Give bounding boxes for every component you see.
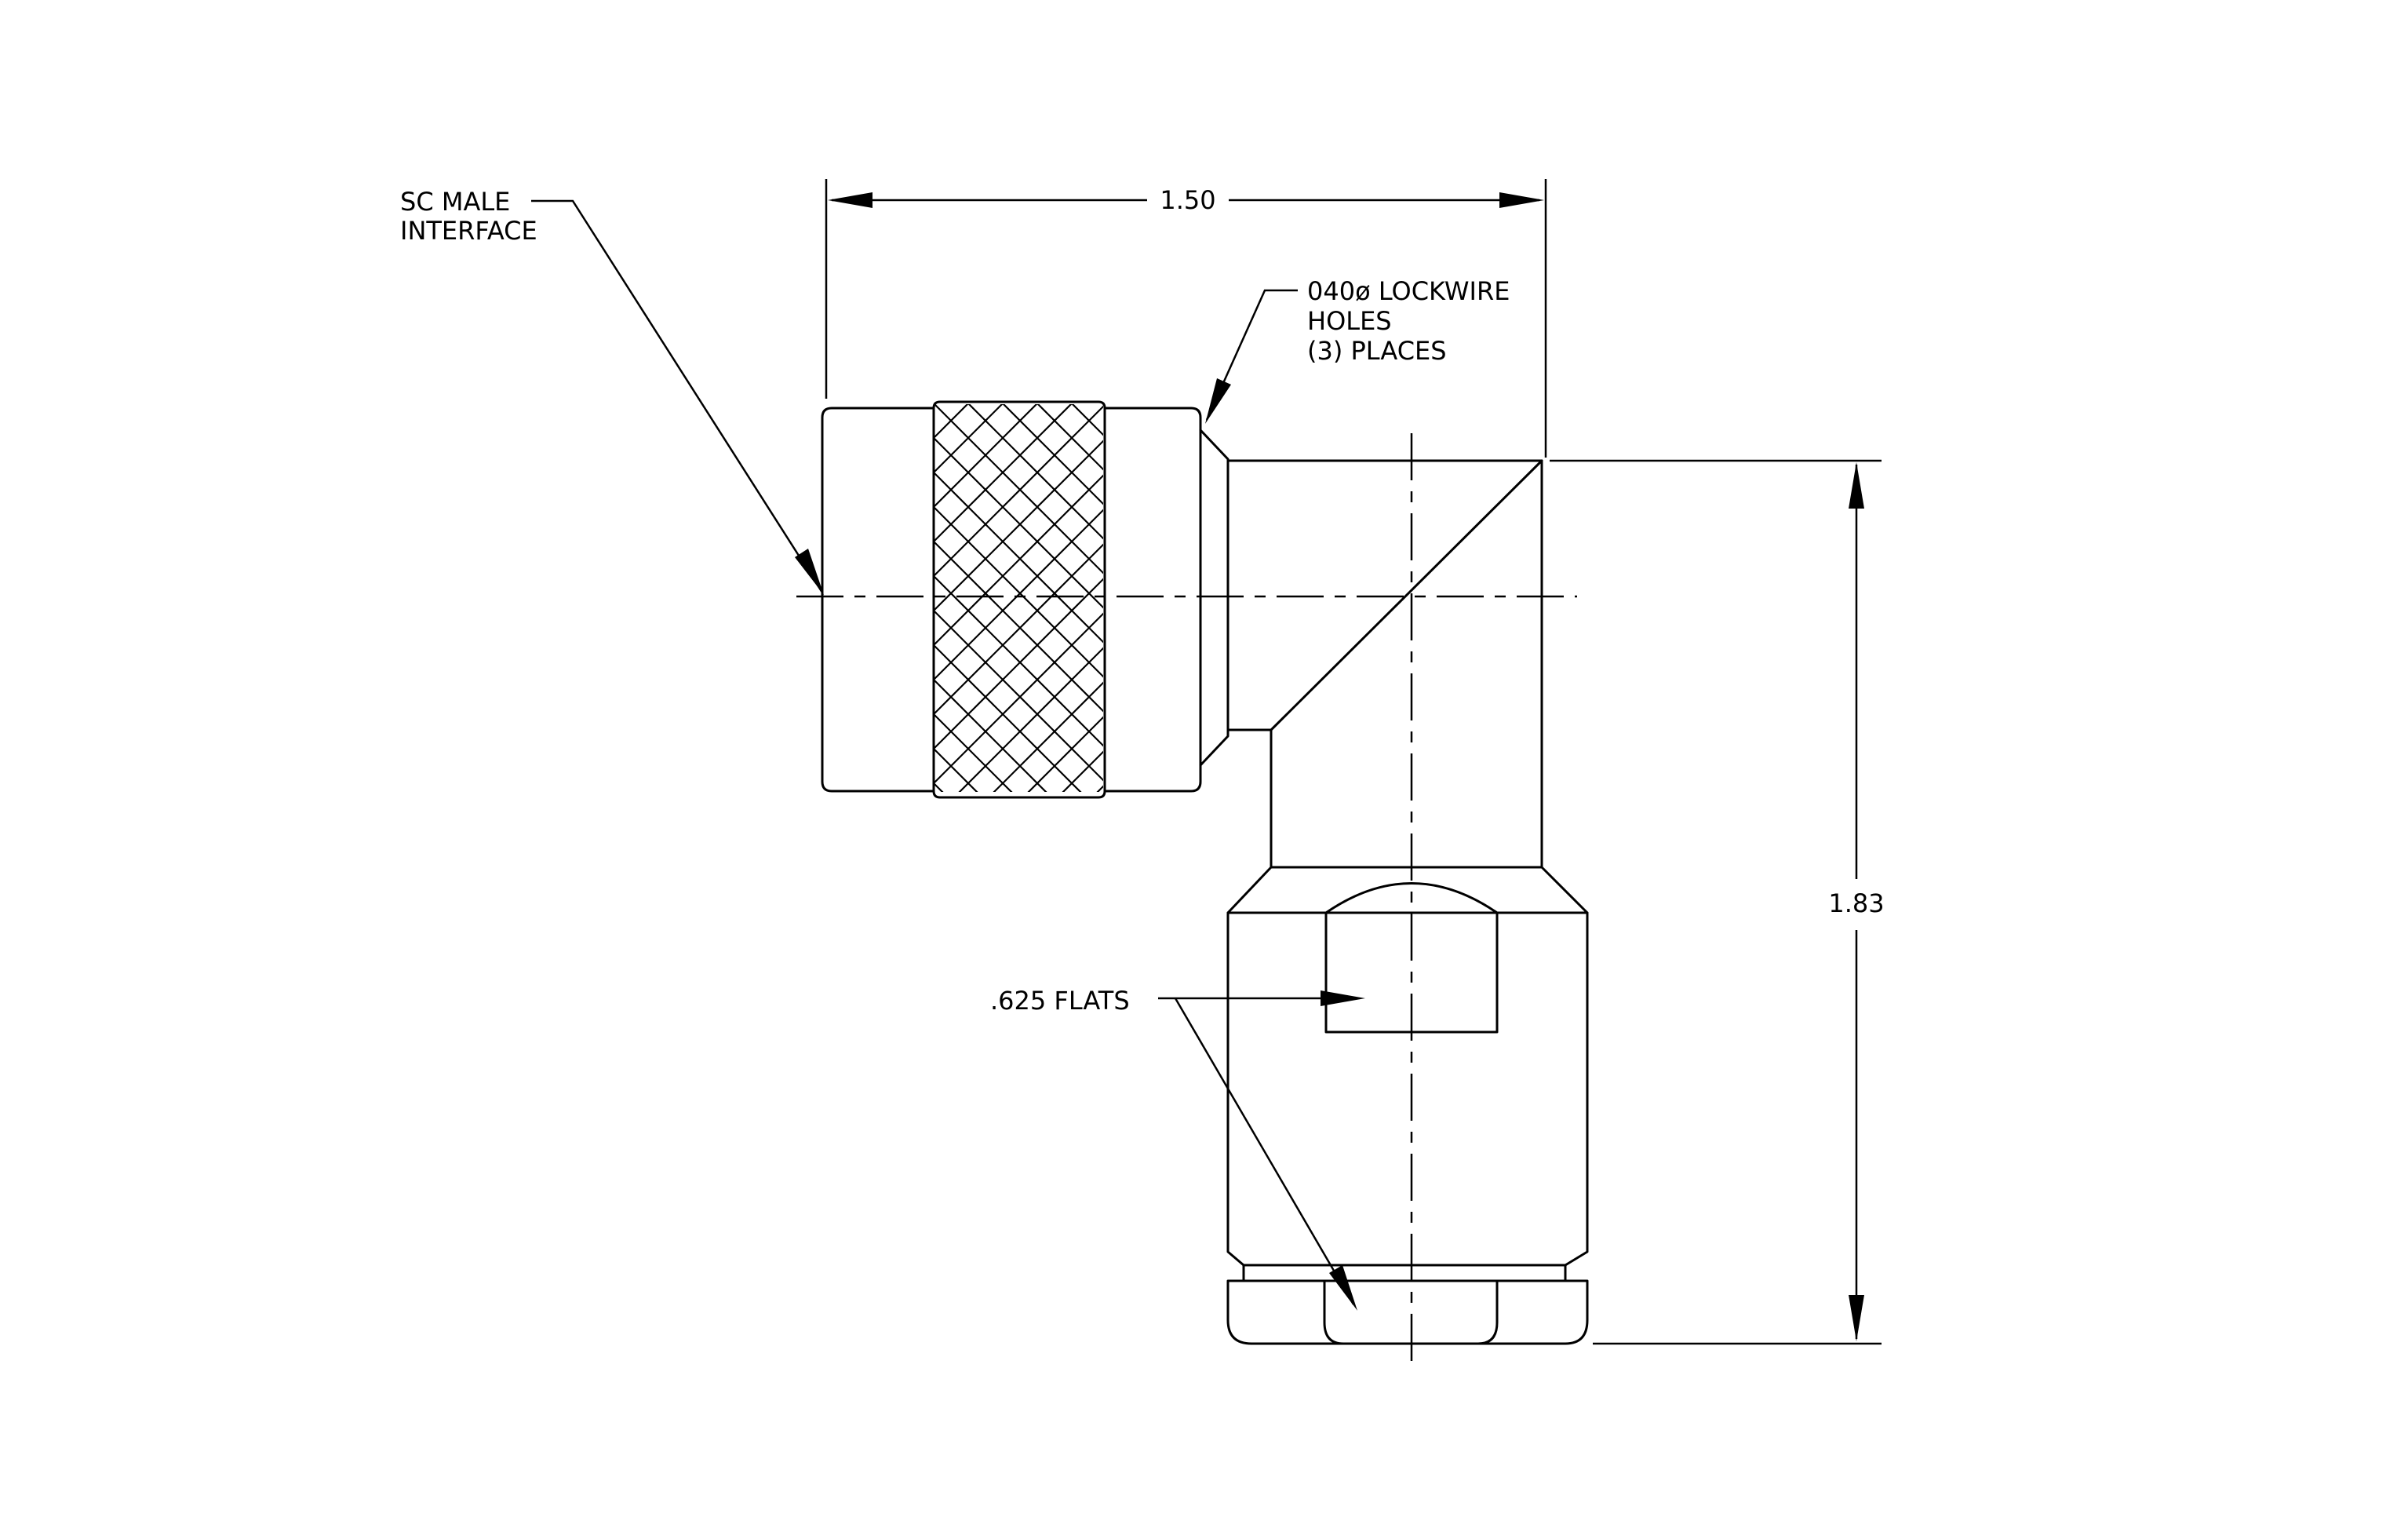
height-dimension: 1.83	[1550, 459, 1885, 1345]
knurl-line	[934, 60, 1105, 231]
knurl-line	[934, 163, 1105, 334]
knurl-line	[934, 231, 1105, 402]
sc-interface-label-line2: INTERFACE	[400, 216, 537, 246]
sc-male-coupling-nut	[821, 400, 1202, 799]
lockwire-flange	[1199, 429, 1230, 767]
knurl-line	[934, 474, 1103, 646]
width-dimension-label: 1.50	[1160, 185, 1215, 215]
knurl-line	[934, 405, 1103, 577]
knurl-line	[934, 578, 1103, 750]
knurl-line	[934, 748, 978, 792]
knurl-line	[934, 404, 1004, 473]
flats-label: .625 FLATS	[990, 986, 1130, 1016]
knurl-line	[934, 713, 1013, 792]
right-angle-body	[1226, 459, 1543, 869]
lockwire-label-line3: (3) PLACES	[1307, 336, 1447, 366]
knurl-line	[934, 129, 1105, 300]
knurl-line	[1002, 404, 1103, 505]
knurl-line	[934, 612, 1103, 784]
knurl-line	[934, 679, 1047, 792]
knurl-line	[934, 404, 1073, 542]
knurl-line	[934, 575, 1103, 747]
knurl-line	[934, 887, 1105, 1058]
hex-nut	[1226, 866, 1589, 1267]
flats-callout: .625 FLATS	[990, 986, 1365, 1311]
knurl-line	[934, 509, 1103, 680]
knurl-line	[1096, 785, 1103, 792]
knurl-line	[1071, 404, 1103, 436]
knurl-line	[993, 681, 1103, 792]
knurl-line	[934, 440, 1103, 611]
width-dimension: 1.50	[825, 179, 1547, 458]
knurl-line	[934, 782, 944, 792]
knurl-line	[934, 818, 1105, 989]
knurl-line	[934, 404, 1103, 574]
knurl-line	[1027, 716, 1103, 792]
knurl-line	[1062, 750, 1103, 792]
knurl-line	[934, 644, 1082, 792]
knurl-line	[934, 610, 1103, 782]
knurl-line	[934, 404, 969, 439]
lockwire-callout: 040ø LOCKWIRE HOLES (3) PLACES	[1205, 276, 1510, 424]
sc-interface-label-line1: SC MALE	[400, 187, 510, 217]
knurl-line	[934, 506, 1103, 678]
lockwire-label-line1: 040ø LOCKWIRE	[1307, 276, 1510, 306]
lockwire-label-line2: HOLES	[1307, 306, 1392, 336]
knurl-pattern	[934, 60, 1105, 1127]
knurl-line	[934, 94, 1105, 265]
knurl-line	[934, 198, 1105, 369]
height-dimension-label: 1.83	[1828, 888, 1884, 918]
knurl-line	[934, 232, 1105, 403]
knurl-line	[934, 404, 1038, 508]
knurl-line	[967, 404, 1103, 540]
knurl-line	[958, 647, 1103, 792]
cable-ferrule	[1226, 1264, 1589, 1345]
knurl-line	[1036, 404, 1103, 471]
knurl-line	[934, 956, 1105, 1127]
knurl-line	[934, 541, 1103, 713]
sc-interface-callout: SC MALE INTERFACE	[400, 187, 824, 595]
knurl-line	[934, 543, 1103, 715]
knurl-line	[934, 472, 1103, 644]
knurl-line	[934, 437, 1103, 609]
